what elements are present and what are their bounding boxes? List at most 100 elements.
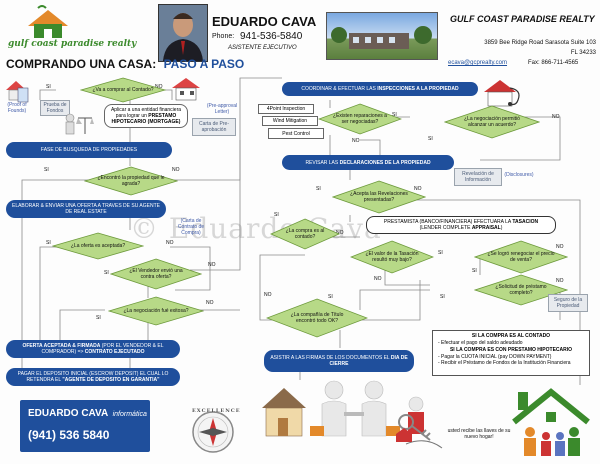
oferta-aceptada-bold: OFERTA ACEPTADA & FIRMADA xyxy=(22,343,101,349)
label-si-5: SI xyxy=(96,315,101,321)
realty-address2: FL 34233 xyxy=(570,50,596,56)
insp-pest: Pest Control xyxy=(268,128,324,139)
insp-4point: 4Point Inspection xyxy=(258,104,314,114)
proof-funds-note: (Proof of Founds) xyxy=(7,102,27,114)
family-home-icon xyxy=(508,384,594,460)
label-si-7: SI xyxy=(428,136,433,142)
house-clipboard-icon xyxy=(4,78,32,104)
decision-encontro: ¿Encontró la propiedad que le agrada? xyxy=(84,166,178,196)
asistir-bold: DIA DE CIERRE xyxy=(329,355,408,367)
label-no-6: NO xyxy=(352,138,360,144)
hipoteca-title: SI LA COMPRA ES CON PRESTAMO HIPOTECARIO xyxy=(449,347,573,353)
carta-preaprobacion-box: Carta de Pre-aprobación xyxy=(192,118,236,136)
hipoteca-item-2: - Recibir el Préstamo de Fondos de la In… xyxy=(438,360,571,366)
label-si-6: SI xyxy=(392,112,397,118)
footer-contact-card[interactable]: EDUARDO CAVA informática (941) 536 5840 xyxy=(20,400,150,452)
disclosures-note: (Disclosures) xyxy=(504,172,534,178)
realty-address1: 3859 Bee Ridge Road Sarasota Suite 103 xyxy=(484,40,596,46)
prestamista-text: PRESTAMISTA (BANCO/FINANCIERA) EFECTUARA… xyxy=(383,219,513,225)
decision-contado2: ¿La compra es al contado? xyxy=(270,218,340,250)
asistir-cierre-bar: ASISTIR A LAS FIRMAS DE LOS DOCUMENTOS E… xyxy=(264,350,414,372)
contrato-ejecutado: CONTRATO EJECUTADO xyxy=(84,349,145,355)
realty-fax: Fax: 866-711-4565 xyxy=(528,60,579,66)
decision-negociacion2-text: ¿La negociación permitió alcanzar un acu… xyxy=(464,116,520,128)
pagar-deposito-bar: PAGAR EL DEPOSITO INICIAL (ESCROW DEPOSI… xyxy=(6,368,180,386)
excellence-text: EXCELLENCE xyxy=(192,408,241,414)
footer-informatica: informática xyxy=(112,411,147,418)
aplicar-box: Aplicar a una entidad financiera para lo… xyxy=(104,104,188,128)
logo-text: gulf coast paradise realty xyxy=(8,39,137,49)
decision-titulo-text: ¿La compañía de Título encontró todo OK? xyxy=(290,312,344,324)
label-no-9: NO xyxy=(336,230,344,236)
agent-name: EDUARDO CAVA xyxy=(212,14,317,29)
oferta-aceptada-bar: OFERTA ACEPTADA & FIRMADA (POR EL VENDED… xyxy=(6,340,180,358)
label-si-13: SI xyxy=(328,294,333,300)
label-si-11: SI xyxy=(472,268,477,274)
watermark: © Eduardo Cava xyxy=(130,212,382,245)
decision-prestamo: ¿Solicitud de préstamo completo? xyxy=(474,274,568,306)
revisar-text: REVISAR LAS xyxy=(305,159,340,166)
seguro-box: Seguro de la Propiedad xyxy=(548,294,588,312)
footer-phone[interactable]: (941) 536 5840 xyxy=(28,428,110,442)
preapproval-note: (Pre-approval Letter) xyxy=(206,103,238,115)
label-si-8: SI xyxy=(316,186,321,192)
label-no-10: NO xyxy=(374,276,382,282)
decision-renegociar: ¿Se logró renegociar el precio de venta? xyxy=(474,240,568,274)
decision-prestamo-text: ¿Solicitud de préstamo completo? xyxy=(495,284,547,296)
contado-item: - Efectuar el pago del saldo adeudado xyxy=(438,339,523,346)
decision-reparaciones: ¿Existen reparaciones a ser negociadas? xyxy=(318,103,402,135)
house-money-icon xyxy=(168,76,208,102)
logo-house-icon xyxy=(28,5,68,38)
prueba-fondos-box: Prueba de Fondos xyxy=(40,100,70,116)
decision-contraoferta: ¿El Vendedor envió una contra oferta? xyxy=(110,258,202,290)
aplicar-bold: PRESTAMO HIPOTECARIO (MORTGAGE) xyxy=(111,113,181,125)
decision-tasacion: ¿El valor de la Tasación resultó muy baj… xyxy=(350,240,434,274)
decision-contado2-text: ¿La compra es al contado? xyxy=(285,228,325,240)
decision-titulo: ¿La compañía de Título encontró todo OK? xyxy=(266,298,368,338)
decision-aceptada: ¿La oferta es aceptada? xyxy=(52,232,144,260)
label-no-8: NO xyxy=(414,186,422,192)
elaborar-oferta-bar: ELABORAR & ENVIAR UNA OFERTA A TRAVES DE… xyxy=(6,200,166,218)
agent-photo xyxy=(158,4,208,62)
coordinar-inspecciones-bar: COORDINAR & EFECTUAR LAS INSPECCIONES A … xyxy=(282,82,478,96)
asistir-text: ASISTIR A LAS FIRMAS DE LOS DOCUMENTOS E… xyxy=(270,355,391,361)
agent-phone[interactable]: 941-536-5840 xyxy=(240,31,303,42)
contado-title: SI LA COMPRA ES AL CONTADO xyxy=(471,333,551,339)
realty-name: GULF COAST PARADISE REALTY xyxy=(450,14,595,24)
label-si-9: SI xyxy=(274,212,279,218)
pagar-bold: "AGENTE DE DEPOSITO EN GARANTIA" xyxy=(62,377,160,383)
decision-contraoferta-text: ¿El Vendedor envió una contra oferta? xyxy=(129,268,183,280)
tasacion-bold: TASACION xyxy=(512,219,539,225)
pagos-info-box: SI LA COMPRA ES AL CONTADO - Efectuar el… xyxy=(432,330,590,376)
decision-tasacion-text: ¿El valor de la Tasación resultó muy baj… xyxy=(365,251,419,263)
llaves-text: usted recibe las llaves de su nuevo hoga… xyxy=(447,428,511,440)
decision-contado: ¿Va a comprar al Contado? xyxy=(80,77,166,103)
label-no-5: NO xyxy=(206,300,214,306)
agent-portrait-icon xyxy=(163,13,203,61)
office-photo xyxy=(326,12,438,60)
revelacion-box: Revelación de Información xyxy=(454,168,502,186)
decision-encontro-text: ¿Encontró la propiedad que le agrada? xyxy=(97,175,165,187)
coordinar-bold: INSPECCIONES A LA PROPIEDAD xyxy=(377,86,459,92)
lender-text: (LENDER COMPLETE xyxy=(419,225,472,231)
excellence-compass-icon: EXCELLENCE xyxy=(184,404,242,456)
decision-negociacion2: ¿La negociación permitió alcanzar un acu… xyxy=(444,105,540,139)
footer-name-text: EDUARDO CAVA xyxy=(28,408,108,419)
hipoteca-item-1: - Pagar la CUOTA INICIAL (pay DOWN PAYME… xyxy=(438,353,552,360)
revisar-declaraciones-bar: REVISAR LAS DECLARACIONES DE LA PROPIEDA… xyxy=(282,155,454,170)
coordinar-text: COORDINAR & EFECTUAR LAS xyxy=(301,86,378,92)
label-si-10: SI xyxy=(438,250,443,256)
label-no-11: NO xyxy=(556,244,564,250)
decision-negociacion-text: ¿La negociación fué exitosa? xyxy=(123,308,189,314)
realty-email[interactable]: ecava@gcprealty.com xyxy=(448,60,508,66)
revisar-bold: DECLARACIONES DE LA PROPIEDAD xyxy=(339,159,431,166)
label-si-1: SI xyxy=(46,84,51,90)
label-no-12: NO xyxy=(556,278,564,284)
company-logo: gulf coast paradise realty xyxy=(8,4,136,54)
footer-name: EDUARDO CAVA informática xyxy=(28,408,147,419)
agent-title: ASISTENTE EJECUTIVO xyxy=(228,45,297,51)
tasacion-box: PRESTAMISTA (BANCO/FINANCIERA) EFECTUARA… xyxy=(366,216,556,234)
scale-figure-icon xyxy=(60,112,94,138)
label-no-1: NO xyxy=(155,84,163,90)
